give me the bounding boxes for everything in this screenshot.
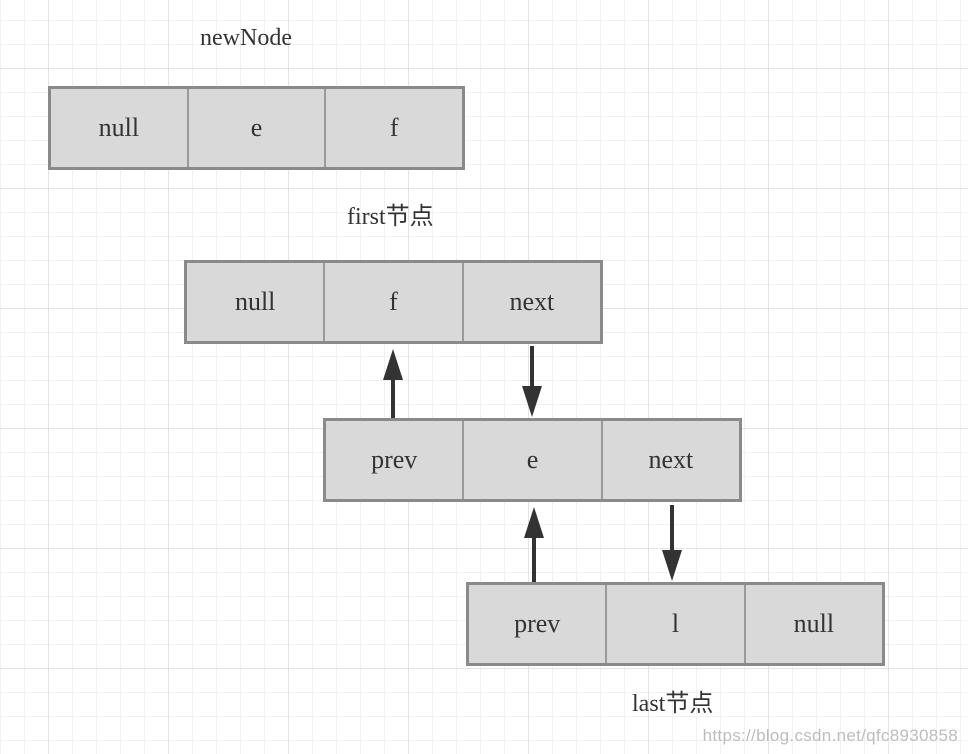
new-node-box: null e f [48,86,465,170]
middle-node-next-cell: next [648,445,694,474]
first-node-label: first节点 [347,204,434,230]
first-node-next-cell: next [509,287,555,316]
first-node-item-cell: f [325,263,464,341]
last-node-item-cell: l [607,585,746,663]
new-node-label: newNode [200,25,292,51]
middle-node-prev-cell: prev [326,421,465,499]
first-next-to-middle-arrowhead [522,386,542,417]
middle-node-box: prev e next [323,418,742,502]
middle-next-to-last-arrowhead [662,550,682,581]
last-node-label: last节点 [632,691,714,717]
middle-node-item-cell: e [464,421,603,499]
middle-prev-to-first-arrowhead [383,349,403,380]
new-node-prev-cell: null [51,89,189,167]
first-node-box: null f next [184,260,603,344]
new-node-item-cell: e [189,89,327,167]
last-node-prev-cell: prev [469,585,608,663]
new-node-next-cell: f [389,113,399,142]
last-node-box: prev l null [466,582,885,666]
first-node-prev-cell: null [187,263,326,341]
last-node-next-cell: null [793,609,835,638]
last-prev-to-middle-arrowhead [524,507,544,538]
watermark-text: https://blog.csdn.net/qfc8930858 [702,726,958,745]
